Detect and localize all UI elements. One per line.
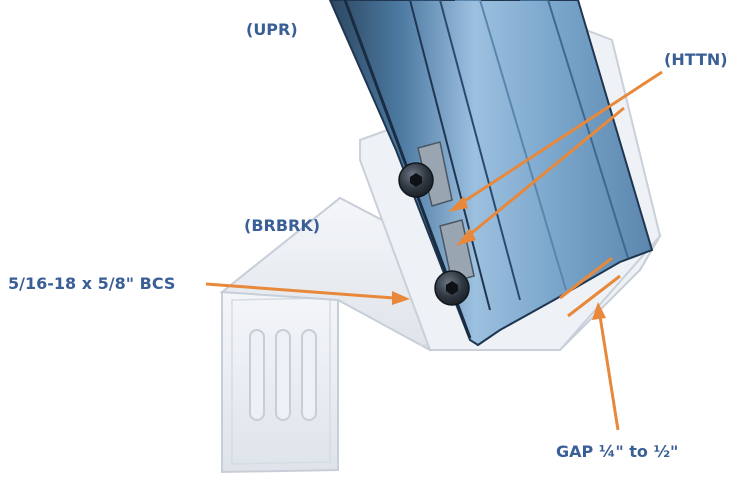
gap-marker [559,256,613,300]
label-upright: (UPR) [246,20,298,39]
button-head-screw-icon [434,270,470,306]
hitch-nut [439,219,475,283]
gap-marker [567,274,621,318]
label-bolt: 5/16-18 x 5/8" BCS [8,274,176,293]
label-gap: GAP ¼" to ½" [556,442,679,461]
arrow-gap [598,315,620,431]
label-backdrop [200,0,330,70]
label-bracket: (BRBRK) [244,216,321,235]
button-head-screw-icon [398,162,434,198]
arrow-httn-upper [459,70,663,206]
arrow-bcs [205,282,395,300]
arrowhead [592,302,606,320]
arrow-httn-lower [467,106,625,238]
bracket-vertical-leg [221,288,339,474]
label-hitch-nut: (HTTN) [664,50,728,69]
bracket-slot [301,329,317,421]
arrowhead [448,196,468,212]
arrowhead [392,291,410,305]
bracket-slot [275,329,291,421]
arrowhead [456,228,476,246]
callout-arrows [205,70,663,431]
bracket-slot [249,329,265,421]
